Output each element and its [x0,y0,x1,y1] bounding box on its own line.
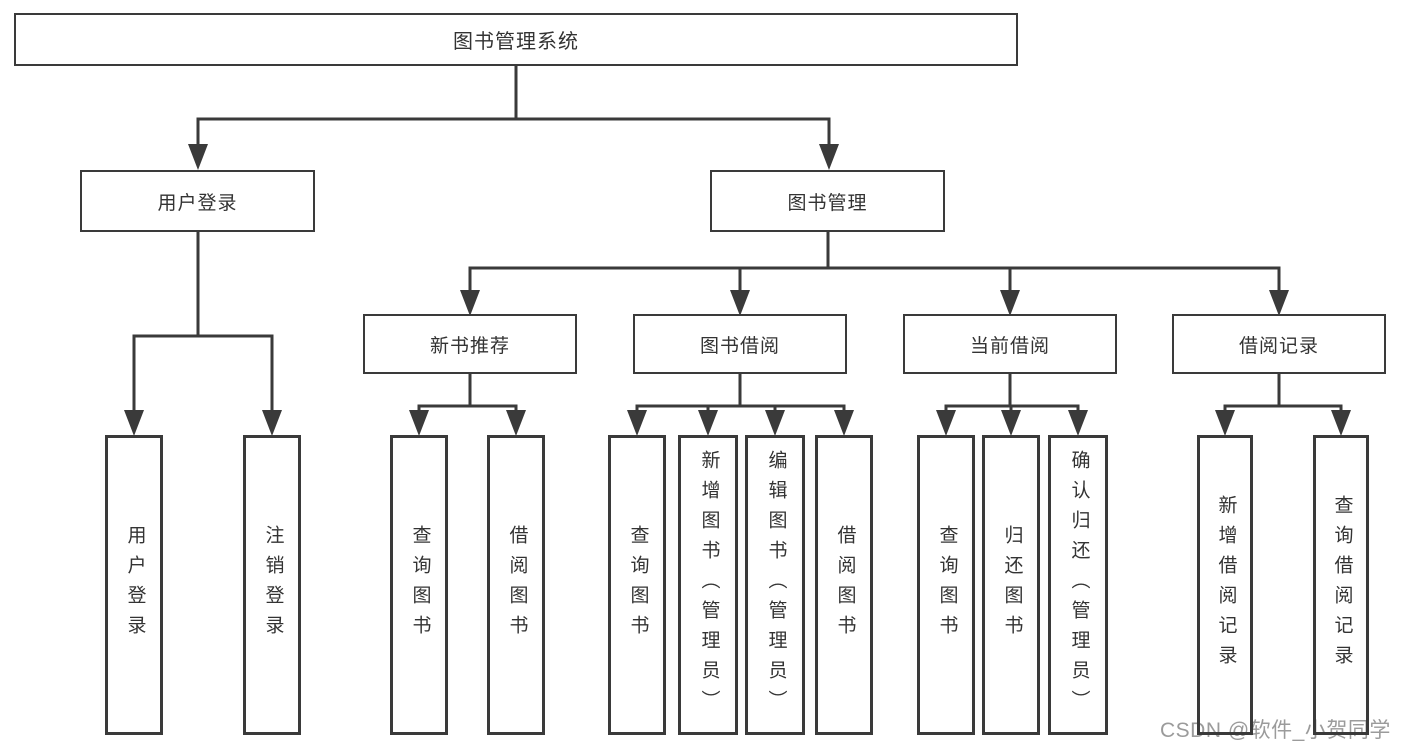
watermark: CSDN @软件_小贺同学 [1160,719,1391,742]
node-user-login: 用户登录 [80,170,315,232]
leaf-query-books-recommend: 查询图书 [390,435,448,735]
node-label: 归还图书 [1001,525,1023,645]
node-book-management: 图书管理 [710,170,945,232]
node-label: 查询图书 [627,525,649,645]
node-book-borrowing: 图书借阅 [633,314,847,374]
node-label: 新增借阅记录 [1215,495,1237,675]
leaf-user-login: 用户登录 [105,435,163,735]
leaf-borrow-books: 借阅图书 [815,435,873,735]
leaf-add-borrow-record: 新增借阅记录 [1197,435,1253,735]
node-label: 借阅图书 [506,525,528,645]
node-label: 用户登录 [124,525,146,645]
node-label: 注销登录 [262,525,284,645]
node-label: 新增图书（管理员） [698,450,720,720]
leaf-query-books-borrow: 查询图书 [608,435,666,735]
tree-edges [132,66,1343,414]
node-library-management-system: 图书管理系统 [14,13,1018,66]
node-label: 查询图书 [409,525,431,645]
node-label: 借阅记录 [1238,335,1319,357]
leaf-edit-books-admin: 编辑图书（管理员） [745,435,805,735]
leaf-return-books: 归还图书 [982,435,1040,735]
leaf-query-books-current: 查询图书 [917,435,975,735]
node-current-borrowing: 当前借阅 [903,314,1117,374]
leaf-query-borrow-record: 查询借阅记录 [1313,435,1369,735]
node-label: 查询图书 [936,525,958,645]
node-label: 用户登录 [157,192,238,214]
leaf-logout: 注销登录 [243,435,301,735]
node-label: 新书推荐 [429,335,510,357]
leaf-add-books-admin: 新增图书（管理员） [678,435,738,735]
arrowheads [124,144,1351,436]
node-label: 图书借阅 [699,335,780,357]
node-label: 借阅图书 [834,525,856,645]
node-label: 确认归还（管理员） [1068,450,1090,720]
node-label: 查询借阅记录 [1331,495,1353,675]
node-label: 图书管理系统 [453,31,579,53]
leaf-confirm-return-admin: 确认归还（管理员） [1048,435,1108,735]
node-new-book-recommendation: 新书推荐 [363,314,577,374]
node-label: 编辑图书（管理员） [765,450,787,720]
leaf-borrow-books-recommend: 借阅图书 [487,435,545,735]
node-label: 图书管理 [787,192,868,214]
node-borrowing-records: 借阅记录 [1172,314,1386,374]
node-label: 当前借阅 [969,335,1050,357]
